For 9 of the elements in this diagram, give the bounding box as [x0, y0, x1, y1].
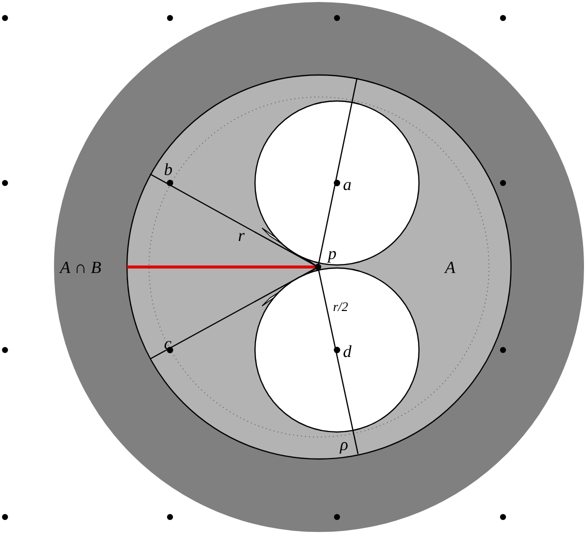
point-label: a	[343, 176, 352, 193]
length-label: r/2	[333, 300, 348, 313]
region-label: A	[445, 259, 456, 276]
point-label: d	[343, 343, 352, 360]
length-label: r	[238, 227, 245, 244]
point-label: p	[328, 245, 336, 262]
region-label: A ∩ B	[60, 259, 102, 276]
length-label: ρ	[340, 436, 348, 453]
point-label: b	[164, 161, 172, 178]
